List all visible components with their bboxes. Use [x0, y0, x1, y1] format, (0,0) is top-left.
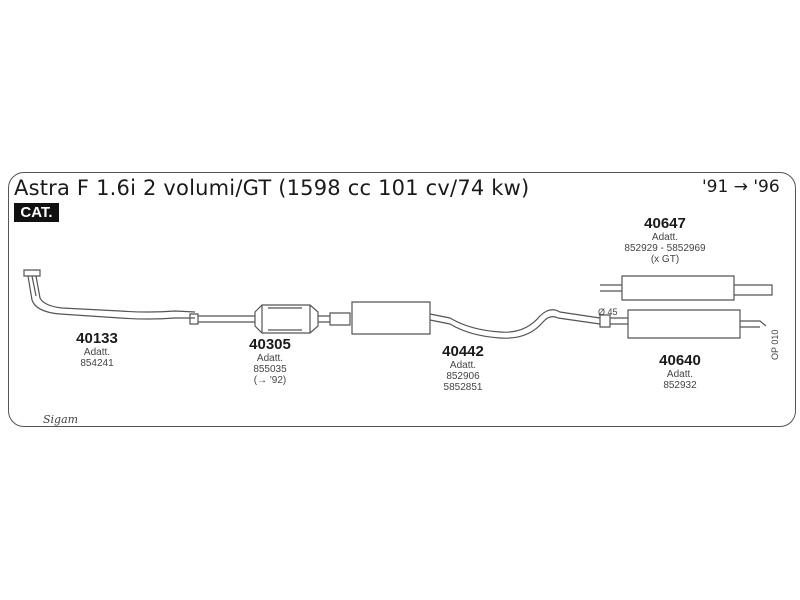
part-note: 852932 [663, 380, 697, 391]
part-note: Adatt. [83, 347, 111, 358]
part-note: 855035 [253, 364, 287, 375]
brand-logo: Sigam [43, 413, 79, 426]
part-number: 40305 [249, 336, 291, 353]
part-note: 854241 [80, 358, 114, 369]
part-note: Adatt. [449, 360, 477, 371]
rear-muffler-gt [621, 275, 735, 301]
part-note: Adatt. [666, 369, 694, 380]
part-note: 5852851 [443, 382, 483, 393]
part-note: 852929 - 5852969 [624, 243, 706, 254]
part-note: Adatt. [256, 353, 284, 364]
catalytic-converter [254, 304, 319, 334]
part-label-40647: 40647 Adatt. 852929 - 5852969 (x GT) [610, 215, 720, 265]
front-pipe [23, 269, 41, 277]
part-number: 40442 [442, 343, 484, 360]
part-label-40640: 40640 Adatt. 852932 [645, 352, 715, 391]
part-number: 40647 [644, 215, 686, 232]
cat-badge: CAT. [14, 203, 59, 222]
part-label-40442: 40442 Adatt. 852906 5852851 [428, 343, 498, 393]
diagram-code: OP 010 [770, 329, 780, 360]
part-number: 40640 [659, 352, 701, 369]
part-number: 40133 [76, 330, 118, 347]
part-label-40305: 40305 Adatt. 855035 (→ '92) [235, 336, 305, 386]
part-note: (→ '92) [253, 375, 287, 386]
center-muffler [351, 301, 431, 335]
part-label-40133: 40133 Adatt. 854241 [62, 330, 132, 369]
part-note: 852906 [446, 371, 480, 382]
diameter-label: Ø 45 [598, 307, 618, 317]
part-note: (x GT) [650, 254, 680, 265]
part-note: Adatt. [651, 232, 679, 243]
vehicle-title: Astra F 1.6i 2 volumi/GT (1598 cc 101 cv… [14, 176, 530, 200]
year-range: '91 → '96 [702, 177, 780, 197]
rear-muffler [627, 309, 741, 339]
